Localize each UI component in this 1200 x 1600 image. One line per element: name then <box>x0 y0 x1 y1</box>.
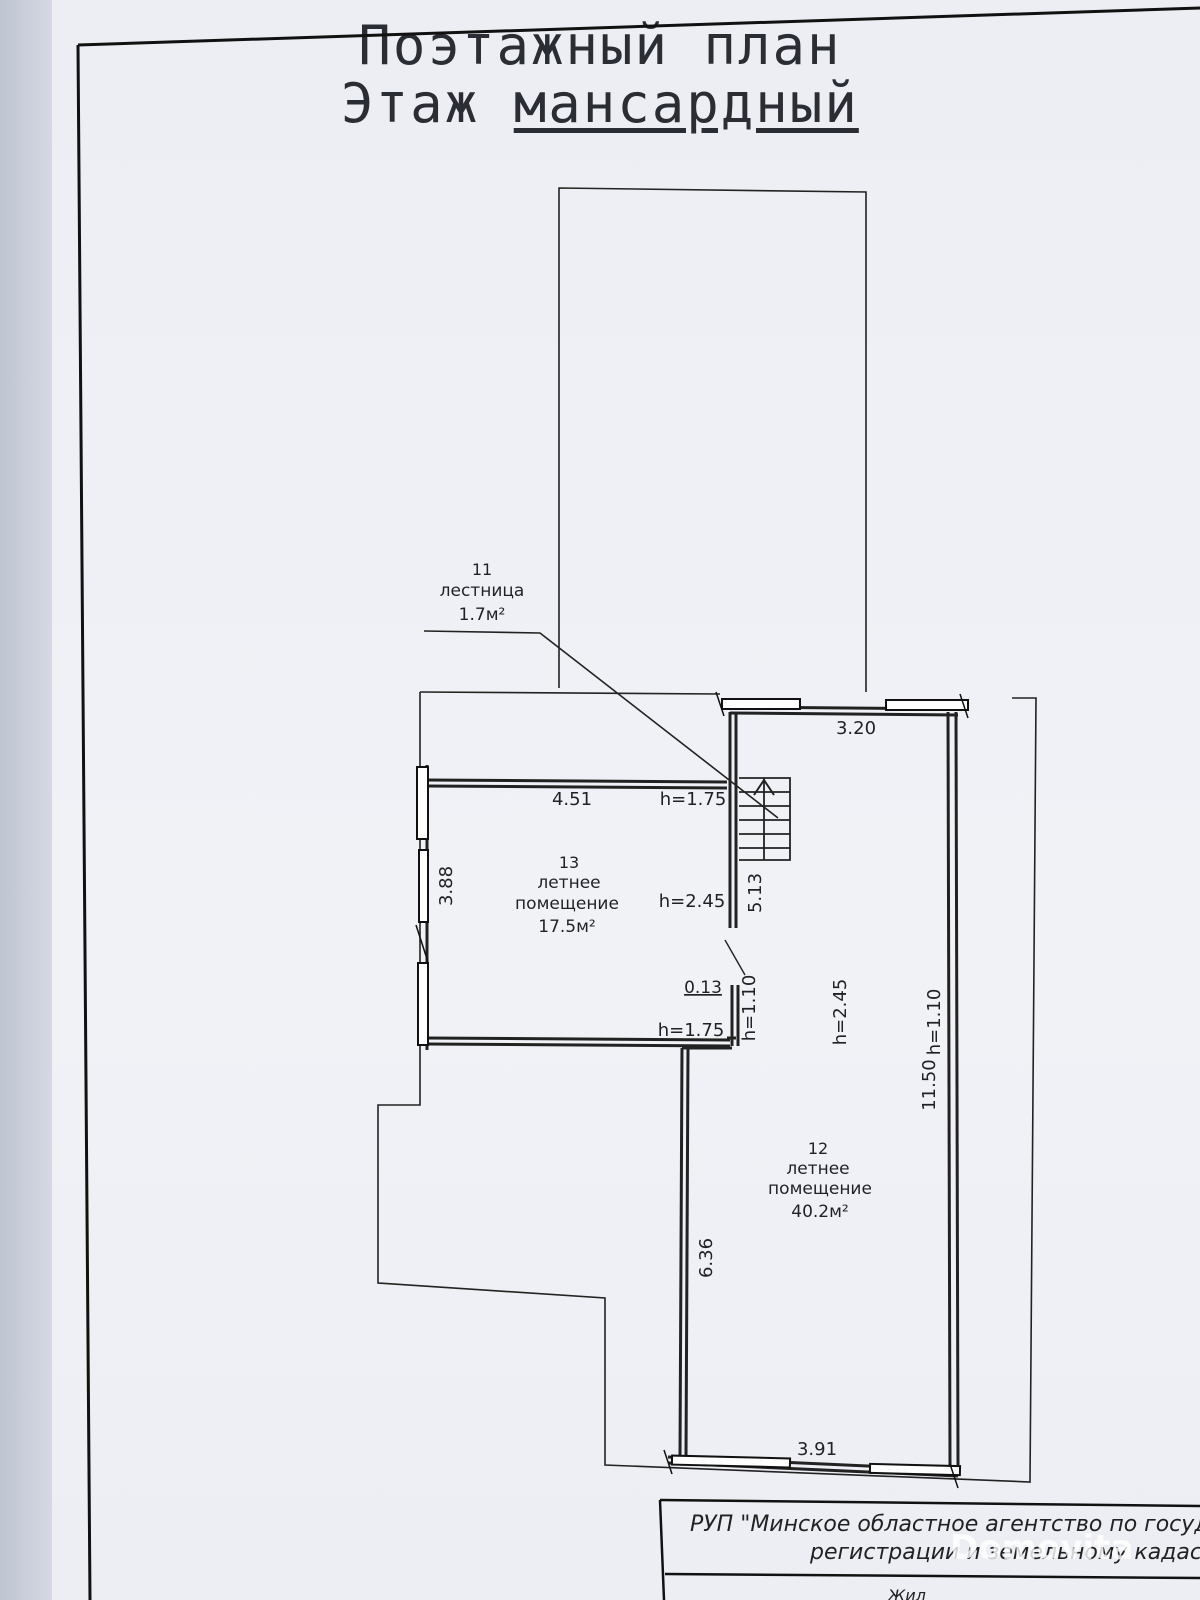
dimension-0-13: 0.13 <box>684 978 722 998</box>
binder-edge <box>0 0 60 1600</box>
height-1-10-right: h=1.10 <box>924 989 945 1056</box>
height-1-75-bottom: h=1.75 <box>658 1020 725 1041</box>
room-12-name-2: помещение <box>768 1179 872 1199</box>
room-12-area: 40.2м² <box>791 1202 849 1222</box>
room-13-name-2: помещение <box>515 894 619 914</box>
height-2-45-room-12: h=2.45 <box>830 979 851 1046</box>
frame-top-border <box>77 6 1200 47</box>
frame-left-border <box>76 44 92 1600</box>
floor-title-prefix: Этаж <box>341 72 514 135</box>
dimension-3-88: 3.88 <box>436 866 457 906</box>
thickness-leader-line <box>724 939 746 976</box>
title-block-organization: РУП "Минское областное агентство по госу… <box>690 1512 1200 1537</box>
title-block-organization-cont: регистрации и земельному кадас <box>810 1540 1200 1565</box>
dimension-11-50: 11.50 <box>919 1059 940 1111</box>
stair-number: 11 <box>472 560 492 579</box>
room-13-name-1: летнее <box>537 873 600 893</box>
height-1-75-top: h=1.75 <box>660 789 727 810</box>
stair-leader-line <box>423 630 779 819</box>
floor-title: Этаж мансардный <box>0 72 1200 135</box>
drawing-sheet <box>52 0 1200 1600</box>
room-13-number: 13 <box>559 853 579 872</box>
dimension-5-13: 5.13 <box>745 873 766 913</box>
room-12-name-1: летнее <box>786 1159 849 1179</box>
stair-name: лестница <box>440 581 525 601</box>
height-1-10-left: h=1.10 <box>739 975 760 1042</box>
stair-area: 1.7м² <box>459 605 506 625</box>
room-12-walls <box>667 705 960 1478</box>
room-13-windows <box>415 766 429 1046</box>
dimension-3-20: 3.20 <box>836 718 876 739</box>
staircase-symbol <box>739 777 791 861</box>
title-block-object: Жил <box>888 1586 926 1600</box>
title-block-frame <box>658 1498 1200 1600</box>
dimension-3-91: 3.91 <box>797 1439 837 1460</box>
room-12-windows <box>663 691 969 1489</box>
height-2-45-room-13: h=2.45 <box>659 891 726 912</box>
floor-name: мансардный <box>513 72 859 135</box>
watermark-logo: Domovita <box>950 1528 1134 1568</box>
dimension-4-51: 4.51 <box>552 789 592 810</box>
dimension-6-36: 6.36 <box>696 1238 717 1278</box>
lower-floor-outline <box>377 187 1037 1483</box>
room-13-area: 17.5м² <box>538 917 596 937</box>
room-12-number: 12 <box>808 1139 828 1158</box>
plan-title: Поэтажный план <box>358 14 842 77</box>
